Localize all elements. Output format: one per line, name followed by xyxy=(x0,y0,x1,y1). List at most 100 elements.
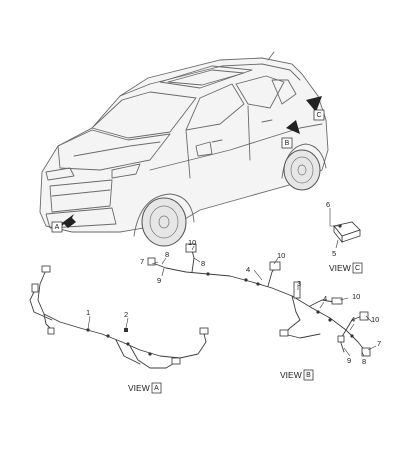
connector-a3 xyxy=(199,327,209,335)
module-b3 xyxy=(293,281,301,299)
rear-wheel xyxy=(283,149,321,191)
side-mirror xyxy=(195,141,213,157)
harness-b-branch-6 xyxy=(345,315,363,331)
part-number-10a: 10 xyxy=(188,238,196,247)
clip-a1 xyxy=(86,328,90,332)
harness-a-lower xyxy=(129,345,177,369)
clip-b5 xyxy=(328,318,332,322)
leader-10d xyxy=(365,315,373,323)
view-a-letter-box xyxy=(151,382,162,394)
view-b-label: VIEW B xyxy=(280,369,314,381)
part-number-7a: 7 xyxy=(140,257,144,266)
callout-c-box xyxy=(313,109,325,121)
connector-b5 xyxy=(279,329,289,337)
connector-a5 xyxy=(47,327,55,335)
clip-part-2 xyxy=(124,328,128,332)
headlight-right xyxy=(111,163,141,179)
rear-side-window xyxy=(235,75,285,109)
harness-a-main xyxy=(37,269,207,359)
clip-b6 xyxy=(350,334,354,338)
view-c-letter-box xyxy=(352,262,363,274)
clip-b2 xyxy=(244,278,248,282)
callout-b-group: B xyxy=(281,120,300,149)
leader-8a xyxy=(161,257,167,265)
part-number-10b: 10 xyxy=(277,251,285,260)
part-number-4a: 4 xyxy=(246,265,250,274)
part-number-3: 3 xyxy=(297,279,301,288)
view-a-prefix: VIEW xyxy=(128,383,150,393)
callout-b-letter: B xyxy=(285,140,290,147)
part-number-10d: 10 xyxy=(371,315,379,324)
door-handle-rear xyxy=(261,119,273,123)
leader-8c xyxy=(361,351,365,357)
front-wheel xyxy=(141,197,187,247)
callout-c-group: C xyxy=(306,96,325,121)
callout-a-letter: A xyxy=(55,224,60,231)
rear-wheel-rim xyxy=(290,156,314,184)
leader-6 xyxy=(329,208,338,227)
front-side-window xyxy=(185,83,245,131)
view-b-letter: B xyxy=(306,372,311,379)
clip-a4 xyxy=(148,352,152,356)
leader-7b xyxy=(367,345,377,351)
lower-bumper xyxy=(45,207,117,229)
roof-line xyxy=(119,63,301,97)
leader-5 xyxy=(335,239,339,249)
sunroof xyxy=(159,65,253,89)
front-wheel-arch xyxy=(133,193,195,237)
harness-a-branch xyxy=(29,287,53,321)
connector-a4 xyxy=(171,357,181,365)
door-handle-front xyxy=(211,139,223,143)
clip-a3 xyxy=(126,342,130,346)
bolt-c6 xyxy=(338,224,342,228)
part-number-9b: 9 xyxy=(347,356,351,365)
front-wheel-rim xyxy=(149,205,179,239)
harness-b-branch-4 xyxy=(309,299,335,307)
connector-b3 xyxy=(269,261,281,271)
door-line-2 xyxy=(247,105,251,161)
part-number-4c: 4 xyxy=(351,315,355,324)
part-number-5: 5 xyxy=(332,249,336,258)
clip-a2 xyxy=(106,334,110,338)
view-a-harness: 1 2 xyxy=(29,265,209,369)
clip-b4 xyxy=(316,310,320,314)
leader-9b xyxy=(343,347,351,357)
part-number-10c: 10 xyxy=(352,292,360,301)
grille xyxy=(49,179,113,213)
view-a-label: VIEW A xyxy=(128,382,162,394)
connector-b2 xyxy=(185,243,197,253)
part-number-8a: 8 xyxy=(165,250,169,259)
leader-4c xyxy=(349,323,355,331)
windshield xyxy=(91,91,197,139)
view-arrow-icon xyxy=(58,214,76,228)
view-arrow-icon xyxy=(306,96,322,112)
connector-b6 xyxy=(359,311,369,321)
clip-b1 xyxy=(206,272,210,276)
callout-c-letter: C xyxy=(316,112,321,119)
grille-bar xyxy=(51,189,111,197)
front-wheel-hub xyxy=(158,215,170,229)
antenna xyxy=(267,51,275,61)
part-number-8b: 8 xyxy=(201,259,205,268)
harness-a-lower-2 xyxy=(115,339,141,365)
part-number-9a: 9 xyxy=(157,276,161,285)
hood-crease xyxy=(73,141,161,157)
module-c-front xyxy=(333,224,343,244)
callout-a-box xyxy=(51,221,63,233)
clip-b3 xyxy=(256,282,260,286)
harness-b-branch-5 xyxy=(283,319,321,339)
callout-b-box xyxy=(281,137,293,149)
view-c-prefix: VIEW xyxy=(329,263,351,273)
connector-b8 xyxy=(337,335,345,343)
view-arrow-icon xyxy=(286,120,300,134)
connector-a2 xyxy=(31,283,39,293)
harness-b-branch-3 xyxy=(291,295,301,321)
harness-b-branch-1 xyxy=(191,249,195,273)
rear-wheel-hub xyxy=(297,164,307,176)
view-c-letter: C xyxy=(355,265,360,272)
view-a-letter: A xyxy=(154,385,159,392)
harness-b-main xyxy=(149,261,367,353)
leader-4b xyxy=(319,301,325,309)
leader-7a xyxy=(151,261,159,265)
